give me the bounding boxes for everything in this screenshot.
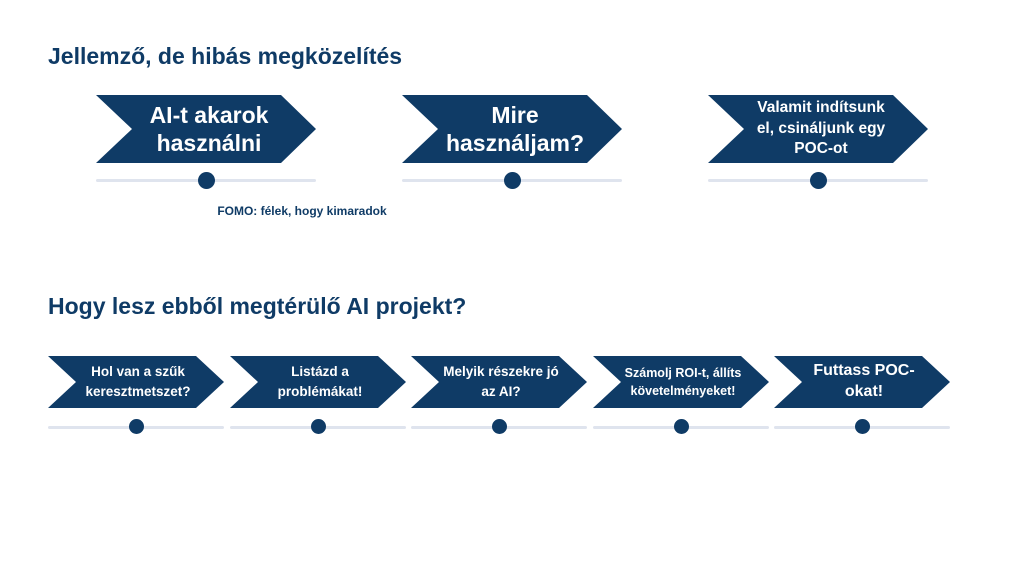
timeline-dot [492, 419, 507, 434]
chevron-arrow-shape: Futtass POC-okat! [774, 356, 950, 408]
timeline-dot [674, 419, 689, 434]
step-label: Melyik részekre jó az AI? [443, 364, 559, 399]
step-label: Valamit indítsunk el, csináljunk egy POC… [756, 99, 886, 158]
chevron-arrow-shape: AI-t akarok használni [96, 95, 316, 163]
section-heading-profitable-ai-project: Hogy lesz ebből megtérülő AI projekt? [48, 293, 467, 319]
timeline-dot [311, 419, 326, 434]
step-note-fomo: FOMO: félek, hogy kimaradok [217, 204, 387, 218]
step-label: Számolj ROI-t, állíts követelményeket! [624, 365, 742, 398]
chevron-arrow-shape: Hol van a szűk keresztmetszet? [48, 356, 224, 408]
step-label: AI-t akarok használni [149, 101, 269, 156]
timeline-dot [504, 172, 521, 189]
timeline-dot [198, 172, 215, 189]
chevron-arrow-shape: Melyik részekre jó az AI? [411, 356, 587, 408]
chevron-arrow-shape: Valamit indítsunk el, csináljunk egy POC… [708, 95, 928, 163]
timeline-dot [810, 172, 827, 189]
step-label: Futtass POC-okat! [813, 362, 915, 400]
step-label: Hol van a szűk keresztmetszet? [85, 364, 191, 399]
timeline-dot [855, 419, 870, 434]
chevron-arrow-shape: Számolj ROI-t, állíts követelményeket! [593, 356, 769, 408]
chevron-arrow-shape: Listázd a problémákat! [230, 356, 406, 408]
section-heading-wrong-approach: Jellemző, de hibás megközelítés [48, 43, 403, 69]
step-label: Listázd a problémákat! [277, 364, 363, 399]
chevron-arrow-shape: Mire használjam? [402, 95, 622, 163]
timeline-dot [129, 419, 144, 434]
step-label: Mire használjam? [445, 101, 585, 156]
